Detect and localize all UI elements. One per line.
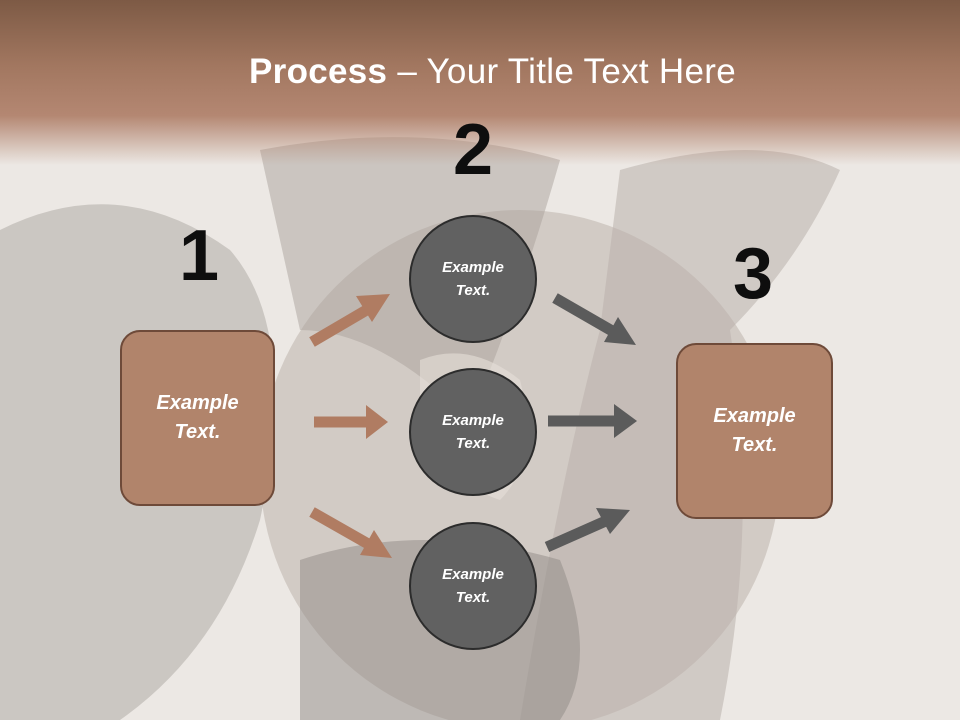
arrow-top-to-right: [552, 293, 636, 345]
left-process-box[interactable]: Example Text.: [120, 330, 275, 506]
arrow-middle-to-right: [548, 404, 637, 438]
arrow-left-to-top: [309, 294, 390, 347]
right-process-box-text: Example Text.: [713, 405, 796, 456]
step-number-2: 2: [452, 110, 494, 190]
step-number-1: 1: [178, 216, 220, 296]
right-process-box[interactable]: Example Text.: [676, 343, 833, 519]
step-number-3: 3: [732, 234, 774, 314]
slide-title: Process – Your Title Text Here: [0, 52, 960, 92]
process-circle-top[interactable]: Example Text.: [409, 215, 537, 343]
process-circle-top-text: Example Text.: [442, 259, 504, 299]
process-circle-bottom-text: Example Text.: [442, 566, 504, 606]
title-band: [0, 0, 960, 165]
process-circle-middle-text: Example Text.: [442, 412, 504, 452]
left-process-box-text: Example Text.: [156, 392, 239, 443]
title-strong: Process: [249, 52, 388, 91]
process-circle-middle[interactable]: Example Text.: [409, 368, 537, 496]
arrow-bottom-to-right: [544, 508, 630, 553]
process-circle-bottom[interactable]: Example Text.: [409, 522, 537, 650]
title-rest: – Your Title Text Here: [387, 52, 736, 91]
arrow-left-to-bottom: [309, 507, 392, 558]
arrow-left-to-middle: [314, 405, 388, 439]
